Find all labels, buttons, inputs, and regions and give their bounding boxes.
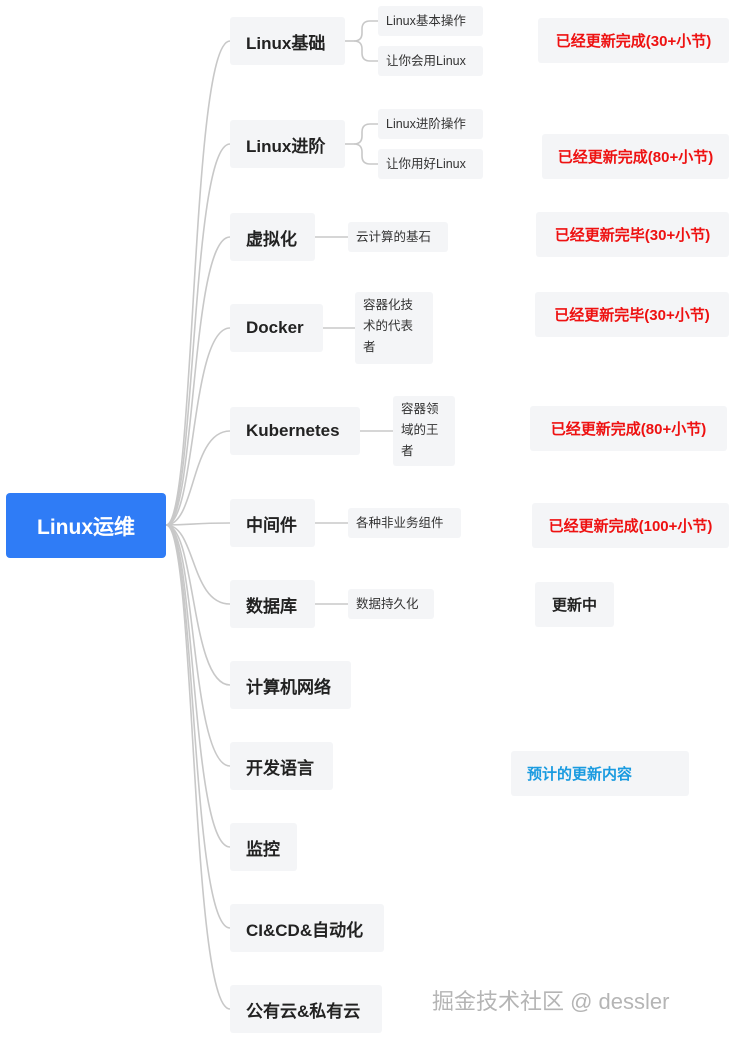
sub-cloud-foundation[interactable]: 云计算的基石 [348,222,448,252]
branch-public-private-cloud[interactable]: 公有云&私有云 [230,985,382,1033]
root-branch-connector-6 [165,524,231,605]
root-branch-connector-10 [165,524,231,929]
root-branch-connector-3 [165,327,231,526]
status-linux-advanced[interactable]: 已经更新完成(80+小节) [542,134,729,179]
root-branch-connector-7 [165,524,231,686]
sub-linux-basic-ops[interactable]: Linux基本操作 [378,6,483,36]
root-branch-connector-1 [165,143,231,526]
status-virtualization[interactable]: 已经更新完毕(30+小节) [536,212,729,257]
root-branch-connector-0 [165,40,231,526]
sub-containerization[interactable]: 容器化技术的代表者 [355,292,433,364]
status-middleware[interactable]: 已经更新完成(100+小节) [532,503,729,548]
fork-linux-basics-twig-0 [353,20,378,42]
sub-use-linux[interactable]: 让你会用Linux [378,46,483,76]
sub-container-king[interactable]: 容器领域的王者 [393,396,455,466]
branch-monitoring[interactable]: 监控 [230,823,297,871]
status-planned[interactable]: 预计的更新内容 [511,751,689,796]
root-branch-connector-8 [165,524,231,767]
branch-virtualization[interactable]: 虚拟化 [230,213,315,261]
sub-data-persistence[interactable]: 数据持久化 [348,589,434,619]
root-branch-connector-2 [165,236,231,526]
root-branch-connector-5 [165,522,231,526]
root-branch-connector-9 [165,524,231,848]
status-kubernetes[interactable]: 已经更新完成(80+小节) [530,406,727,451]
branch-linux-advanced[interactable]: Linux进阶 [230,120,345,168]
fork-linux-advanced-twig-1 [353,143,378,165]
watermark: 掘金技术社区 @ dessler [432,989,670,1014]
root-node[interactable]: Linux运维 [6,493,166,558]
branch-cicd-automation[interactable]: CI&CD&自动化 [230,904,384,952]
status-linux-basics[interactable]: 已经更新完成(30+小节) [538,18,729,63]
fork-linux-advanced-twig-0 [353,123,378,145]
branch-docker[interactable]: Docker [230,304,323,352]
sub-non-business-components[interactable]: 各种非业务组件 [348,508,461,538]
branch-middleware[interactable]: 中间件 [230,499,315,547]
branch-dev-languages[interactable]: 开发语言 [230,742,333,790]
status-database[interactable]: 更新中 [535,582,614,627]
branch-database[interactable]: 数据库 [230,580,315,628]
root-branch-connector-11 [165,524,231,1010]
branch-kubernetes[interactable]: Kubernetes [230,407,360,455]
branch-linux-basics[interactable]: Linux基础 [230,17,345,65]
sub-linux-advanced-ops[interactable]: Linux进阶操作 [378,109,483,139]
fork-linux-basics-twig-1 [353,40,378,62]
root-branch-connector-4 [165,430,231,526]
status-docker[interactable]: 已经更新完毕(30+小节) [535,292,729,337]
branch-computer-network[interactable]: 计算机网络 [230,661,351,709]
sub-use-linux-well[interactable]: 让你用好Linux [378,149,483,179]
